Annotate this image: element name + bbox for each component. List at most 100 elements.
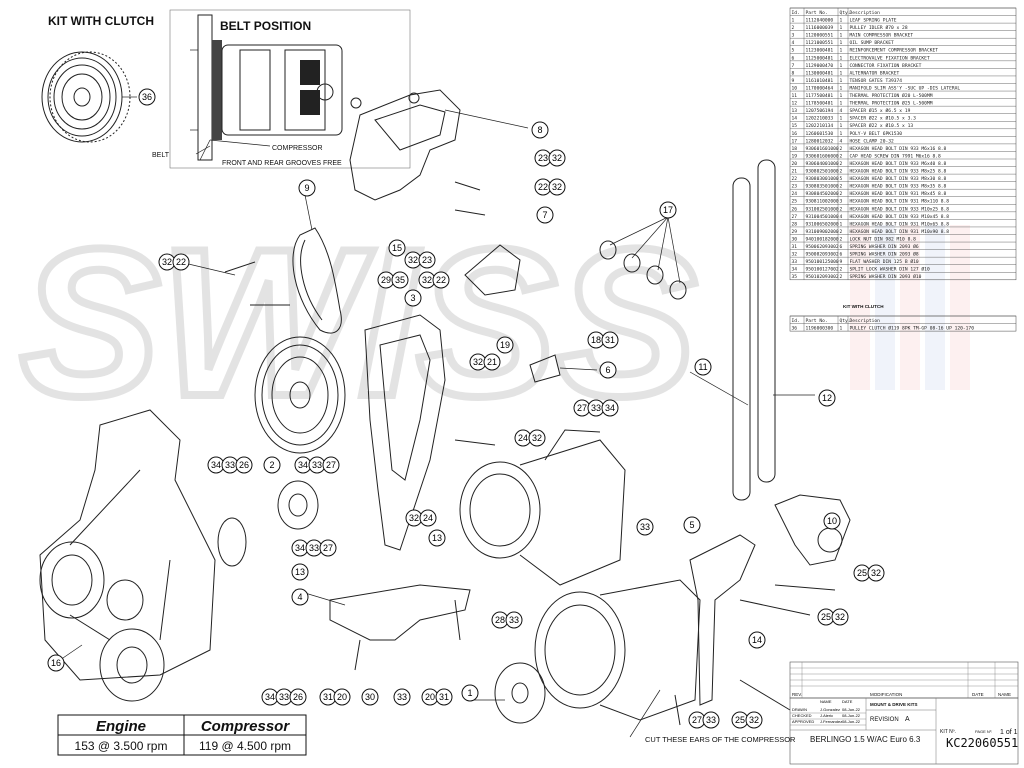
- bom-cell: THERMAL PROTECTION Ø25 L-500MM: [850, 100, 933, 107]
- svg-text:33: 33: [279, 692, 289, 702]
- svg-text:32: 32: [473, 357, 483, 367]
- svg-text:9: 9: [304, 183, 309, 193]
- bom-cell: 1: [840, 48, 843, 54]
- bom-cell: 1112040000: [806, 18, 834, 24]
- svg-text:33: 33: [312, 460, 322, 470]
- bom-cell: 1: [840, 123, 843, 129]
- svg-text:7: 7: [542, 210, 547, 220]
- bom-cell: 1116000039: [806, 25, 834, 31]
- bom-cell: 1161010481: [806, 78, 834, 84]
- bom-cell: 35: [792, 274, 798, 280]
- bom-cell: CAP HEAD SCREW DIN 7991 M6x16 8.8: [850, 153, 942, 159]
- bom-cell: 22: [792, 176, 798, 182]
- callout-20: 20: [333, 688, 351, 706]
- bom-cell: 5: [792, 48, 795, 54]
- bom-cell: 930601601000: [806, 146, 839, 152]
- bom-cell: 1121000551: [806, 40, 834, 46]
- bom-cell: 3: [840, 199, 843, 205]
- svg-text:2: 2: [269, 460, 274, 470]
- bom-cell: 1260601530: [806, 131, 834, 137]
- revision-value: A: [905, 716, 910, 723]
- callout-13: 13: [428, 529, 446, 547]
- compressor-lower: [494, 579, 701, 724]
- bom-cell: 2: [840, 153, 843, 159]
- svg-text:23: 23: [538, 153, 548, 163]
- bom-cell: LOCK NUT DIN 982 M10 8.8: [850, 236, 917, 242]
- bom-cell: SPRING WASHER DIN 2093 Ø8: [850, 251, 919, 258]
- bom-cell: HEXAGON HEAD BOLT DIN 933 M6x16 8.8: [850, 146, 947, 152]
- leader-lines: [59, 109, 815, 738]
- callout-4: 4: [291, 588, 309, 606]
- belt-label: BELT: [152, 152, 170, 159]
- bom-cell: HEXAGON HEAD BOLT DIN 931 M10x65 8.8: [850, 221, 950, 227]
- callout-3: 3: [404, 289, 422, 307]
- bom-cell: 29: [792, 229, 798, 235]
- svg-text:32: 32: [162, 257, 172, 267]
- svg-text:32: 32: [532, 433, 542, 443]
- bom-cell: 15: [792, 123, 798, 129]
- mod-label: MODIFICATION: [870, 692, 902, 697]
- bom-cell: 2: [840, 184, 843, 190]
- people-cell: J.Fernandez: [820, 719, 842, 724]
- bom-cell: 1: [840, 63, 843, 69]
- compressor-upper: [459, 429, 626, 586]
- callout-33h: 33: [393, 688, 411, 706]
- bom-cell: HEXAGON HEAD BOLT DIN 933 M10x25 8.8: [850, 206, 950, 212]
- bom-cell: 2: [840, 229, 843, 235]
- date-label: DATE: [972, 692, 984, 697]
- bom-cell: 24: [792, 191, 798, 197]
- manifold-10: [774, 494, 851, 566]
- svg-text:19: 19: [500, 340, 510, 350]
- compressor-value: 119 @ 4.500 rpm: [199, 739, 291, 753]
- svg-text:5: 5: [689, 520, 694, 530]
- svg-text:27: 27: [692, 715, 702, 725]
- small-brackets: [464, 244, 561, 383]
- revision-label: REVISION: [870, 717, 899, 723]
- svg-text:3: 3: [410, 293, 415, 303]
- kit-inset: KIT WITH CLUTCH: [41, 14, 154, 143]
- bom-cell: HEXAGON HEAD BOLT DIN 933 M8x35 8.8: [850, 184, 947, 190]
- bom-cell: 931002501000: [806, 206, 839, 212]
- svg-text:29: 29: [381, 275, 391, 285]
- callout-13b: 13: [291, 563, 309, 581]
- bom-cell: THERMAL PROTECTION Ø20 L-500MM: [850, 92, 933, 99]
- svg-text:28: 28: [495, 615, 505, 625]
- svg-text:33: 33: [706, 715, 716, 725]
- bom-cell: ELECTROVALVE FIXATION BRACKET: [850, 55, 930, 61]
- bom-cell: 18: [792, 146, 798, 152]
- bom-cell: 16: [792, 131, 798, 137]
- bom-cell: 2: [840, 146, 843, 152]
- bom-header-1: Part No.: [806, 10, 828, 16]
- bom-cell: HEXAGON HEAD BOLT DIN 933 M8x25 8.8: [850, 169, 947, 175]
- callout-23b: 23: [418, 251, 436, 269]
- svg-text:17: 17: [663, 205, 673, 215]
- compressor-side-drawing: [190, 14, 343, 161]
- callout-7: 7: [536, 206, 554, 224]
- callout-14: 14: [748, 631, 766, 649]
- bom-cell: 1: [840, 78, 843, 84]
- callout-33d: 33: [636, 518, 654, 536]
- callout-30: 30: [361, 688, 379, 706]
- bom-cell: 931009002000: [806, 229, 839, 235]
- callout-10: 10: [823, 512, 841, 530]
- kit-bom-header-0: Id.: [792, 318, 800, 324]
- svg-text:22: 22: [538, 182, 548, 192]
- bom-cell: 2: [840, 236, 843, 242]
- svg-text:22: 22: [176, 257, 186, 267]
- svg-text:20: 20: [425, 692, 435, 702]
- bom-cell: 1125000481: [806, 55, 834, 61]
- kit-inset-title: KIT WITH CLUTCH: [48, 14, 154, 28]
- svg-text:1: 1: [467, 688, 472, 698]
- bom-cell: 1170000464: [806, 85, 834, 91]
- people-cell: 08-Jun-22: [842, 707, 861, 712]
- bom-cell: 1: [840, 40, 843, 46]
- svg-text:32: 32: [408, 255, 418, 265]
- svg-text:22: 22: [436, 275, 446, 285]
- callout-31c: 31: [435, 688, 453, 706]
- bom-header-3: Description: [850, 10, 881, 16]
- bom-cell: 1129000470: [806, 63, 834, 69]
- svg-text:21: 21: [487, 357, 497, 367]
- svg-text:33: 33: [397, 692, 407, 702]
